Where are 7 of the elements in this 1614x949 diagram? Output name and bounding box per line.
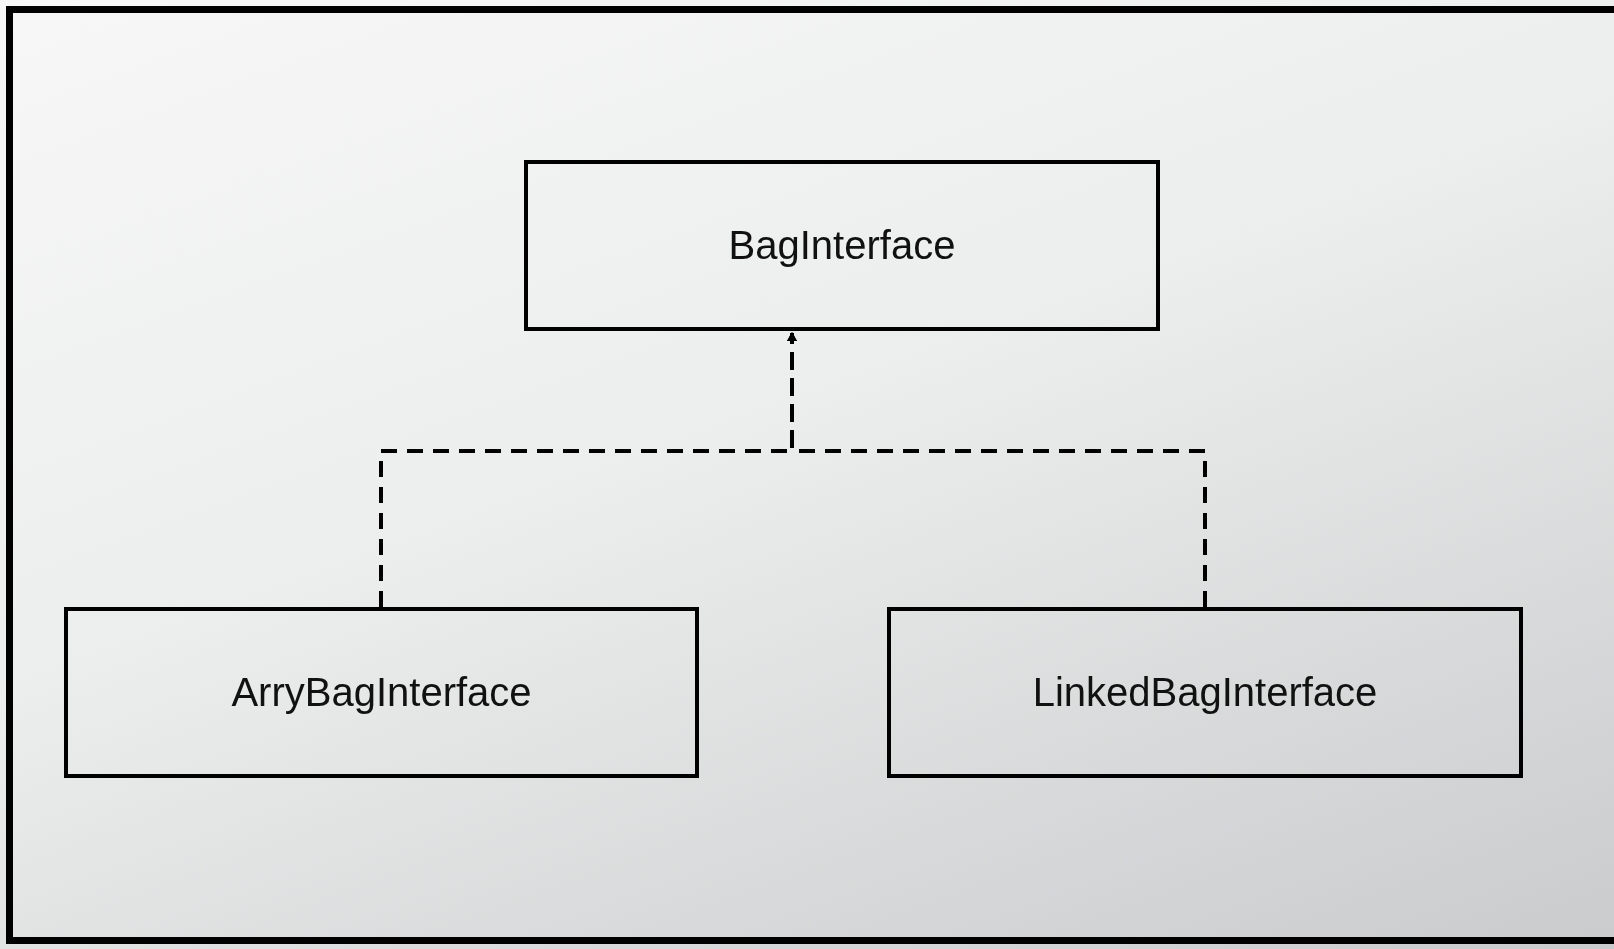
dashed-arrow bbox=[787, 332, 1207, 607]
class-box bbox=[524, 160, 1160, 331]
class-box bbox=[887, 607, 1523, 778]
class-box bbox=[64, 607, 699, 778]
class-name: BagInterface bbox=[728, 223, 956, 268]
class-name: LinkedBagInterface bbox=[1032, 670, 1378, 715]
class-name: ArryBagInterface bbox=[231, 670, 532, 715]
